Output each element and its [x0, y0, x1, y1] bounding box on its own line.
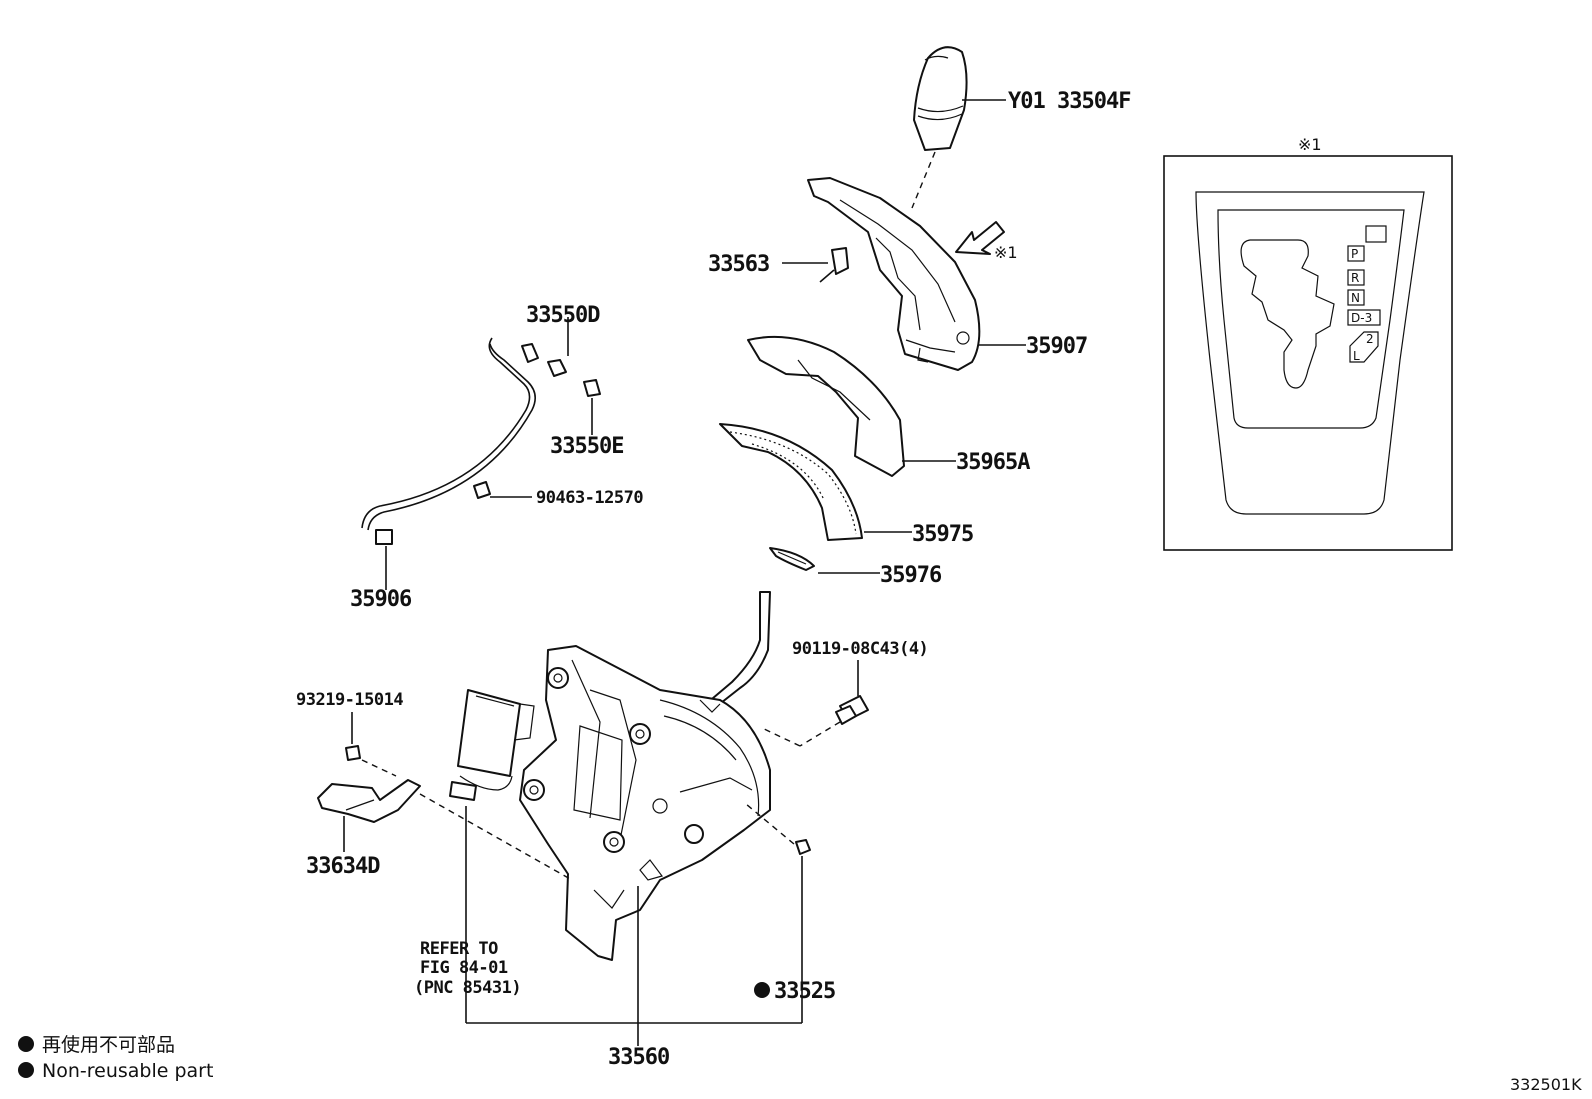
part-number-33504f: Y01 33504F — [1008, 89, 1130, 114]
refer-to-line1: REFER TO — [420, 939, 498, 959]
diagram-id: 332501K — [1510, 1075, 1582, 1094]
gate-label-d3: D-3 — [1351, 311, 1372, 325]
bolt-part — [835, 660, 869, 725]
inset-frame — [1163, 155, 1453, 551]
shift-cover-part — [747, 335, 905, 477]
inset-title-marker: ※1 — [1298, 135, 1322, 154]
socket-part — [547, 317, 569, 377]
part-number-33550d: 33550D — [526, 303, 600, 328]
part-number-35976: 35976 — [880, 563, 942, 588]
refer-to-line3: (PNC 85431) — [414, 978, 521, 998]
part-number-93219-15014: 93219-15014 — [296, 690, 403, 710]
solenoid-connector-part — [449, 689, 535, 1023]
dust-cover-part — [719, 423, 863, 541]
legend-bullet-icon — [18, 1062, 34, 1078]
legend: 再使用不可部品 Non-reusable part — [18, 1034, 213, 1082]
legend-text-japanese: 再使用不可部品 — [42, 1034, 175, 1056]
shift-knob-part — [913, 46, 968, 151]
gate-label-r: R — [1351, 271, 1359, 285]
view-arrow-icon — [955, 221, 1005, 255]
part-number-90119-08c43: 90119-08C43(4) — [792, 639, 928, 659]
part-number-35906: 35906 — [350, 587, 412, 612]
shift-gate-inset: ※1 P R N D-3 2 L — [1163, 135, 1453, 551]
part-number-33525: 33525 — [774, 979, 835, 1004]
bulb-part — [819, 247, 849, 283]
legend-text-english: Non-reusable part — [42, 1060, 213, 1082]
bracket-part — [317, 779, 421, 823]
refer-to-line2: FIG 84-01 — [420, 958, 508, 978]
legend-bullet-icon — [18, 1036, 34, 1052]
part-number-33563: 33563 — [708, 252, 769, 277]
part-number-35975: 35975 — [912, 522, 973, 547]
gate-label-n: N — [1351, 291, 1360, 305]
shift-indicator-housing-part — [807, 177, 981, 371]
screw-part — [345, 712, 361, 761]
gate-label-2: 2 — [1366, 332, 1374, 346]
non-reusable-bullet-icon — [754, 982, 770, 998]
nut-part — [795, 839, 811, 855]
part-number-35907: 35907 — [1026, 334, 1087, 359]
indicator-wire-part — [361, 337, 539, 590]
part-number-33550e: 33550E — [550, 434, 623, 459]
bulb-small-part — [583, 379, 601, 435]
inset-reference-marker: ※1 — [994, 243, 1018, 262]
gate-label-l: L — [1353, 349, 1360, 363]
wire-clip-part — [473, 481, 532, 499]
gate-label-p: P — [1351, 247, 1358, 261]
shift-lever-assembly-part — [519, 591, 771, 961]
part-number-90463-12570: 90463-12570 — [536, 488, 643, 508]
part-number-33560: 33560 — [608, 1045, 669, 1070]
part-number-35965a: 35965A — [956, 450, 1030, 475]
slide-plate-part — [769, 547, 815, 571]
part-number-33634d: 33634D — [306, 854, 380, 879]
